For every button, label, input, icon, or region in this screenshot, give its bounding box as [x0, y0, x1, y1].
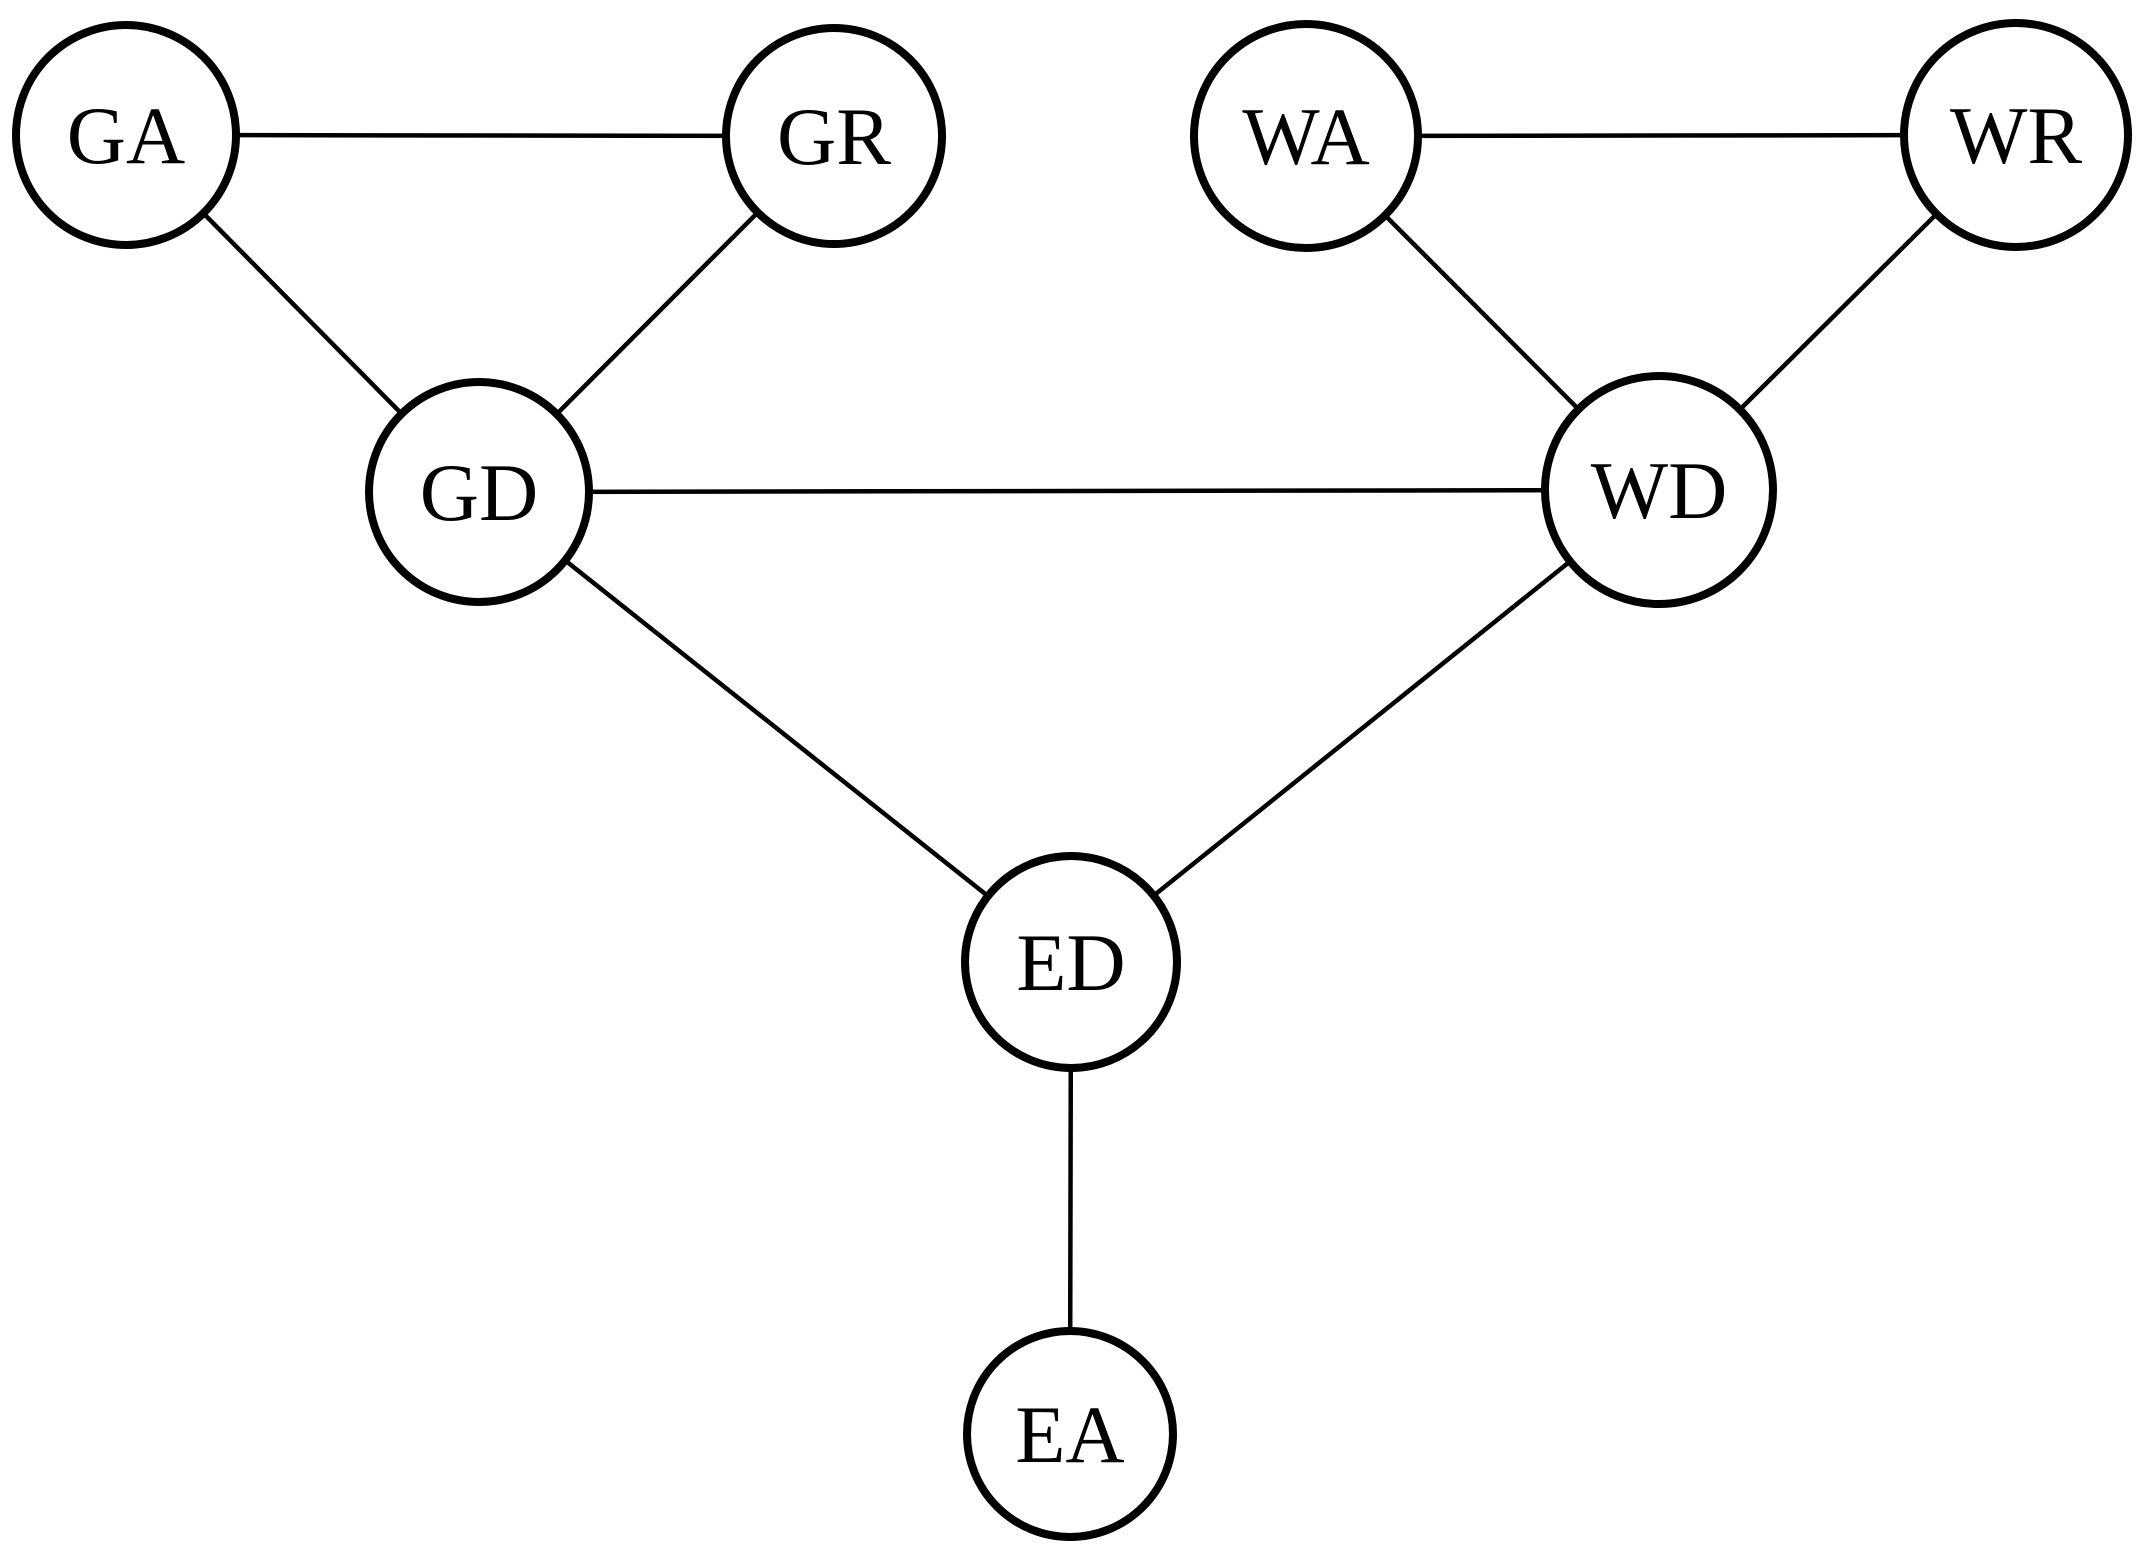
edge-WA-WR — [1305, 132, 2017, 139]
node-label-WR: WR — [1950, 90, 2082, 181]
node-label-GR: GR — [777, 91, 891, 182]
edge-GD-ED — [477, 490, 1073, 964]
node-label-EA: EA — [1015, 1389, 1124, 1480]
node-circle-WR — [1900, 19, 2132, 251]
node-label-WA: WA — [1242, 91, 1370, 182]
node-ED: ED — [961, 852, 1181, 1072]
node-GR: GR — [722, 24, 946, 248]
node-GA: GA — [12, 21, 240, 249]
node-label-GA: GA — [67, 90, 185, 181]
node-circle-GD — [365, 378, 593, 606]
node-WA: WA — [1190, 20, 1422, 252]
node-circle-EA — [963, 1327, 1177, 1541]
node-circle-WD — [1541, 372, 1777, 608]
node-label-GD: GD — [420, 447, 538, 538]
node-circle-WA — [1190, 20, 1422, 252]
node-label-ED: ED — [1016, 917, 1125, 1008]
edge-WD-ED — [1069, 488, 1661, 964]
nodes-layer: GA GR WA WR GD WD ED EA — [12, 19, 2132, 1541]
node-circle-GR — [722, 24, 946, 248]
node-circle-GA — [12, 21, 240, 249]
edges-layer — [124, 132, 2018, 1435]
node-WR: WR — [1900, 19, 2132, 251]
node-label-WD: WD — [1591, 445, 1728, 536]
node-EA: EA — [963, 1327, 1177, 1541]
node-GD: GD — [365, 378, 593, 606]
edge-GA-GR — [125, 132, 835, 139]
edge-GD-WD — [478, 487, 1660, 495]
node-WD: WD — [1541, 372, 1777, 608]
node-circle-ED — [961, 852, 1181, 1072]
